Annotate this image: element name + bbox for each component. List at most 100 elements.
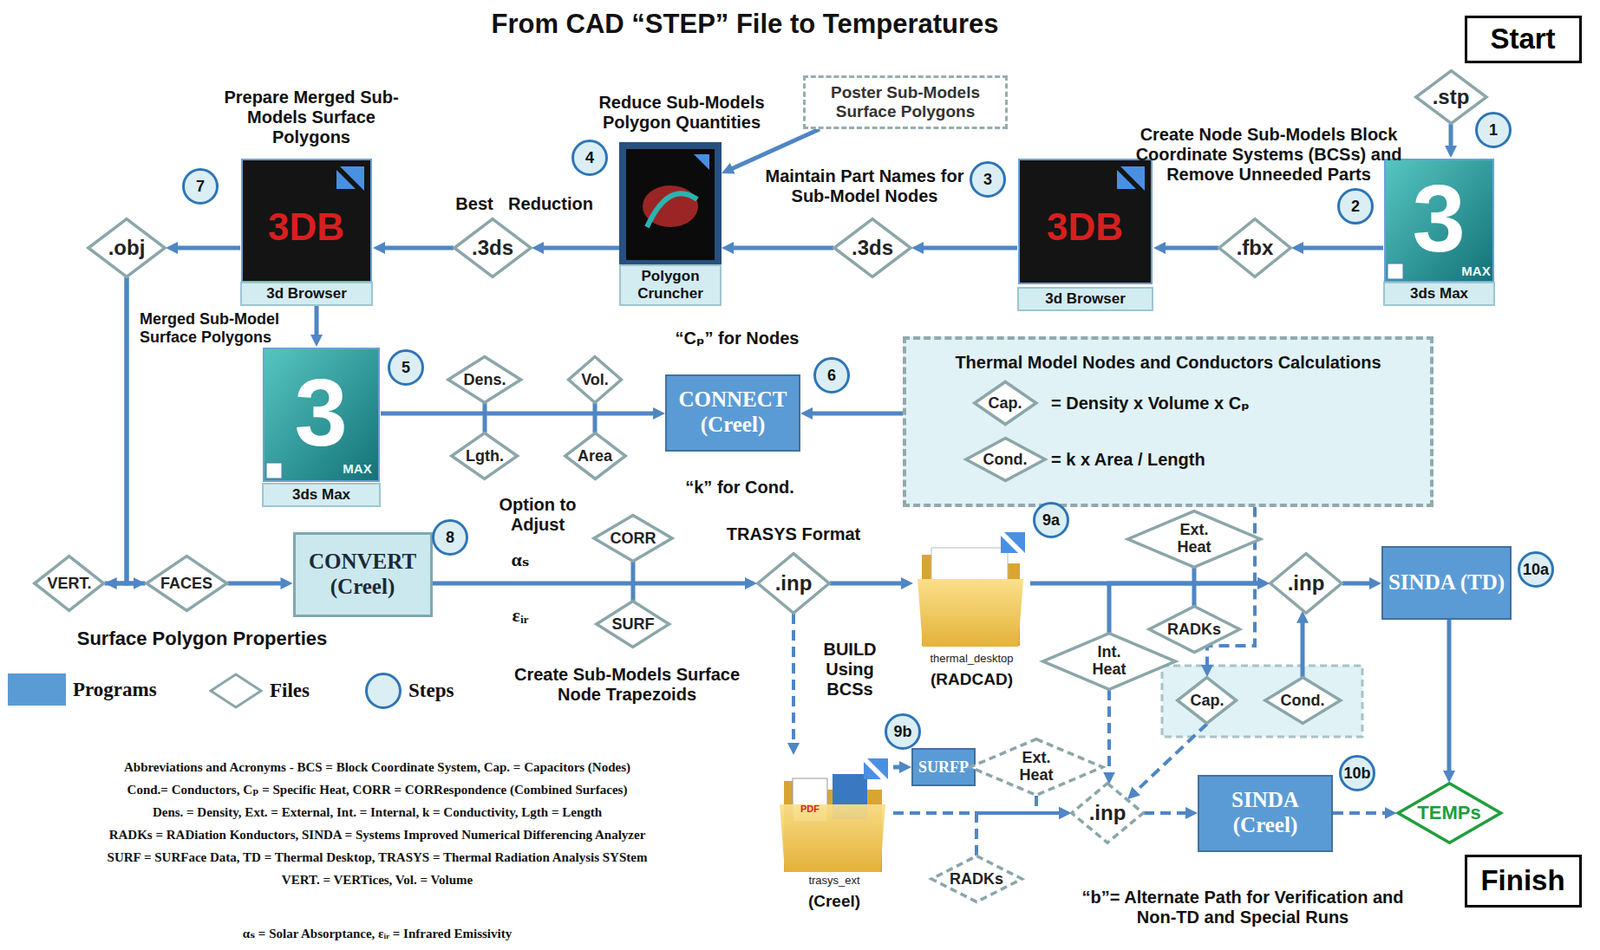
label-holder: εᵢᵣ [512, 604, 529, 627]
label-holder: VERT. = VERTices, Vol. = Volume [281, 873, 473, 889]
text-label: PDF [800, 803, 820, 815]
label-holder: Create Node Sub-Models Block Coordinate … [1125, 124, 1412, 185]
label-holder: Surface Polygon Properties [77, 627, 328, 651]
connector [314, 306, 320, 340]
file-diamond: CORR [593, 515, 673, 562]
node-text: CONVERT (Creel) [300, 549, 426, 601]
node-text: 3ds Max [261, 483, 381, 508]
node-text: SINDA (Creel) [1204, 788, 1326, 839]
diamond-shape [973, 382, 1036, 425]
connector [227, 581, 286, 587]
text-label: Cond.= Conductors, Cₚ = Specific Heat, C… [127, 782, 628, 798]
node-text: .obj [108, 235, 146, 261]
text-label: αₛ [511, 548, 530, 572]
program-box: CONNECT (Creel) [665, 374, 801, 452]
legend-diamond [208, 672, 263, 710]
text-label: “k” for Cond. [685, 477, 795, 498]
node-text: Ext. Heat [1168, 522, 1221, 557]
file-diamond: Ext. Heat [1126, 510, 1262, 569]
legend-text: Steps [408, 679, 454, 703]
label-holder: RADKs = RADiation Konductors, SINDA = Sy… [109, 828, 647, 843]
legend-swatch [7, 673, 66, 706]
legend-entry: Programs [7, 673, 157, 706]
cruncher-icon [619, 142, 722, 268]
file-diamond: Dens. [447, 356, 522, 404]
diamond-shape [1149, 607, 1240, 654]
text-label: 3 [1411, 170, 1465, 267]
text-label: MAX [1461, 263, 1490, 279]
label-holder: 6 [813, 357, 850, 394]
label-holder: Abbreviations and Acronyms - BCS = Block… [124, 760, 631, 776]
title-holder: From CAD “STEP” File to Temperatures [490, 8, 999, 40]
callout-number: 9b [884, 713, 921, 751]
node-text: Cap. [1189, 692, 1224, 711]
diamond-shape [1265, 678, 1341, 725]
file-diamond: .inp [1269, 553, 1343, 614]
node-text: Int. Heat [1083, 644, 1136, 680]
node-text: .3ds [471, 235, 514, 261]
connector [1332, 811, 1391, 816]
label-holder: MAX [1461, 263, 1490, 279]
label-holder: 3 [293, 365, 347, 461]
diamond-shape [1128, 511, 1261, 569]
diamond-shape [451, 433, 518, 480]
legend-circle [365, 672, 402, 710]
node-text: SINDA (TD) [1388, 570, 1505, 596]
calc-panel: Thermal Model Nodes and Conductors Calcu… [902, 336, 1434, 508]
program-box: SURFP [911, 748, 976, 787]
file-diamond: RADKs [1148, 606, 1241, 654]
node-text: .inp [1089, 801, 1127, 826]
text-label: Option to Adjust [485, 495, 590, 536]
label-holder: 3 [1411, 170, 1465, 267]
finish-box: Finish [1464, 855, 1582, 908]
file-diamond: .obj [87, 218, 166, 278]
label-holder: “k” for Cond. [685, 477, 795, 498]
connector [728, 246, 834, 251]
file-diamond: .stp [1415, 70, 1488, 125]
connector [1132, 724, 1208, 796]
diamond-shape [568, 357, 622, 404]
node-text: thermal_desktop [929, 652, 1013, 666]
connector [1298, 246, 1384, 251]
label-holder: 9b [884, 713, 921, 751]
label-holder: MAX [342, 461, 372, 477]
file-diamond: Int. Heat [1041, 633, 1177, 691]
text-label: εᵢᵣ [512, 604, 529, 627]
diamond-shape [970, 739, 1104, 797]
diamond-shape [594, 515, 673, 562]
label-holder: Reduce Sub-Models Polygon Quantities [568, 92, 795, 133]
node-text: (RADCAD) [930, 670, 1013, 690]
node-text: Start [1489, 22, 1555, 56]
file-diamond: .3ds [453, 218, 532, 278]
node-text: (Creel) [808, 892, 861, 912]
node-text: Area [577, 447, 613, 466]
node-text: .3ds [851, 235, 894, 261]
callout-number: 7 [182, 168, 219, 205]
program-box: SINDA (Creel) [1197, 775, 1333, 853]
text-label: Create Node Sub-Models Block Coordinate … [1125, 124, 1412, 185]
node-text: FACES [160, 574, 213, 594]
node-text: Cond. [1280, 692, 1325, 711]
file-diamond: Cap. [973, 381, 1038, 425]
diamond-shape [1071, 783, 1143, 844]
diamond-shape [1177, 678, 1237, 725]
node-text: = Density x Volume x Cₚ [1051, 393, 1250, 414]
label-holder: 8 [431, 519, 469, 556]
diamond-shape [1415, 71, 1486, 125]
label-holder: SURF = SURFace Data, TD = Thermal Deskto… [107, 850, 648, 866]
diamond-shape [834, 219, 911, 278]
connector [727, 129, 820, 171]
file-diamond: Cond. [1264, 677, 1342, 725]
node-text: RADKs [1167, 620, 1222, 640]
connector [1299, 618, 1305, 678]
file-diamond: Area [564, 432, 627, 480]
callout-number: 3 [969, 161, 1006, 198]
connector [918, 246, 1018, 251]
connector [1036, 796, 1065, 814]
text-label: “b”= Alternate Path for Verification and… [1064, 888, 1422, 928]
diamond-shape [596, 601, 670, 648]
node-text: Lgth. [465, 447, 504, 466]
node-text: CONNECT (Creel) [672, 387, 794, 438]
node-text: .inp [775, 571, 813, 596]
text-label: Prepare Merged Sub-Models Surface Polygo… [207, 87, 416, 148]
